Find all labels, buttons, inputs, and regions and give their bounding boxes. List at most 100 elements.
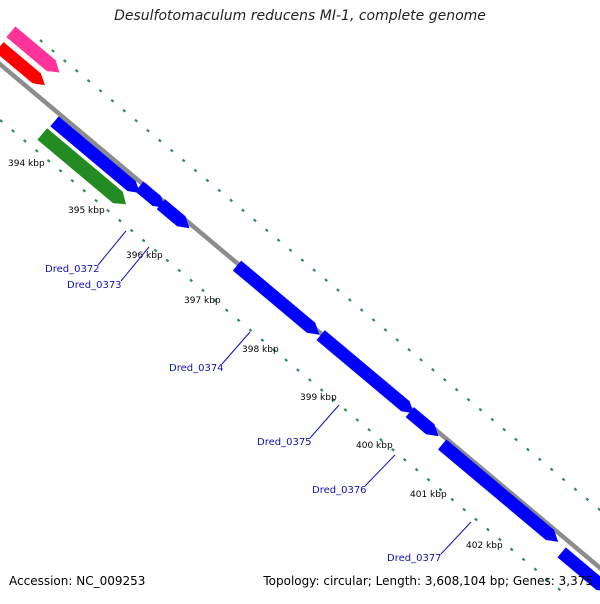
outer-tick-mark	[86, 79, 91, 83]
rrna-feature-shape	[0, 42, 45, 86]
outer-tick-mark	[288, 248, 293, 253]
inner-tick-mark	[34, 149, 39, 153]
kbp-label: 397 kbp	[184, 296, 221, 306]
inner-tick-mark	[70, 178, 75, 183]
outer-tick-mark	[217, 188, 222, 193]
outer-tick-mark	[146, 128, 150, 133]
inner-tick-mark	[379, 438, 383, 442]
misc-feature-shape	[37, 128, 127, 205]
gene-label-leader	[440, 521, 472, 555]
trna-feature	[6, 26, 60, 73]
outer-tick-mark	[193, 168, 198, 173]
inner-tick-mark	[141, 238, 146, 243]
cds-dred-0373	[135, 181, 165, 208]
inner-tick-mark	[224, 308, 229, 313]
outer-tick-mark	[526, 447, 530, 452]
kbp-label: 398 kbp	[242, 345, 279, 355]
outer-tick-mark	[371, 318, 376, 322]
outer-tick-mark	[561, 477, 566, 482]
outer-tick-mark	[205, 178, 210, 183]
map-title: Desulfotomaculum reducens MI-1, complete…	[114, 8, 486, 24]
outer-tick-mark	[419, 358, 423, 362]
inner-tick-mark	[153, 248, 158, 253]
cds-dred-0375-shape	[316, 330, 414, 414]
outer-tick-mark	[98, 88, 103, 93]
inner-tick-mark	[319, 388, 324, 392]
inner-tick-mark	[355, 418, 360, 422]
inner-tick-mark	[509, 547, 514, 552]
gene-label: Dred_0376	[312, 485, 367, 496]
kbp-label: 396 kbp	[126, 251, 163, 261]
inner-tick-mark	[497, 537, 502, 542]
outer-tick-mark	[252, 218, 257, 223]
cds-dred-0375	[316, 330, 414, 414]
cds-dred-0373-shape	[135, 181, 165, 208]
inner-tick-mark	[474, 517, 478, 522]
outer-tick-mark	[169, 148, 174, 153]
cds-small	[156, 199, 190, 229]
inner-tick-mark	[521, 557, 526, 562]
outer-tick-mark	[347, 298, 352, 302]
outer-tick-mark	[158, 138, 162, 143]
kbp-label: 399 kbp	[300, 393, 337, 403]
inner-tick-mark	[23, 139, 27, 143]
inner-tick-mark	[545, 577, 550, 582]
inner-tick-mark	[462, 507, 467, 512]
cds-dred-0377	[437, 439, 559, 542]
kbp-label: 394 kbp	[8, 159, 45, 169]
gene-label: Dred_0375	[257, 437, 312, 448]
inner-tick-mark	[486, 527, 490, 532]
inner-tick-mark	[165, 258, 170, 263]
outer-tick-mark	[276, 238, 281, 243]
gene-label-leader	[309, 404, 340, 439]
inner-tick-mark	[248, 328, 253, 333]
cds-dred-0377-shape	[437, 439, 559, 542]
inner-tick-mark	[0, 119, 4, 123]
kbp-label: 401 kbp	[410, 490, 447, 500]
gene-label: Dred_0373	[67, 280, 122, 291]
outer-tick-mark	[549, 467, 554, 472]
gene-label: Dred_0374	[169, 363, 224, 374]
genome-summary-text: Topology: circular; Length: 3,608,104 bp…	[263, 574, 593, 588]
inner-tick-mark	[438, 487, 443, 492]
inner-tick-mark	[426, 477, 431, 482]
outer-tick-mark	[51, 49, 55, 53]
outer-tick-mark	[110, 98, 115, 103]
outer-tick-mark	[63, 59, 67, 63]
inner-tick-mark	[284, 358, 288, 362]
outer-tick-mark	[431, 367, 435, 372]
inner-tick-mark	[118, 218, 122, 223]
outer-tick-mark	[359, 308, 364, 312]
outer-tick-mark	[573, 487, 578, 492]
cds-dred-0376-shape	[405, 407, 439, 437]
inner-tick-mark	[402, 457, 407, 462]
outer-tick-mark	[39, 39, 44, 43]
outer-tick-mark	[336, 288, 340, 292]
cds-dred-0372-shape	[50, 116, 140, 193]
kbp-label: 402 kbp	[466, 541, 503, 551]
inner-tick-mark	[296, 368, 300, 372]
inner-tick-mark	[129, 228, 134, 233]
outer-tick-mark	[241, 208, 245, 213]
outer-tick-mark	[514, 437, 518, 442]
inner-tick-mark	[533, 567, 538, 572]
trna-feature-shape	[6, 26, 60, 73]
inner-tick-mark	[343, 408, 348, 412]
cds-dred-0374-shape	[232, 260, 320, 335]
outer-tick-mark	[502, 427, 507, 432]
inner-tick-mark	[201, 288, 205, 293]
gene-label-leader	[97, 230, 127, 266]
cds-dred-0376	[405, 407, 439, 437]
outer-tick-mark	[229, 198, 233, 203]
inner-tick-mark	[236, 318, 241, 323]
outer-tick-mark	[122, 108, 127, 113]
misc-feature	[37, 128, 127, 205]
outer-tick-mark	[312, 268, 317, 272]
inner-tick-mark	[46, 159, 51, 163]
outer-tick-mark	[324, 278, 328, 282]
cds-next-shape	[557, 547, 600, 592]
gene-label-leader	[120, 246, 150, 282]
inner-tick-mark	[450, 497, 455, 502]
